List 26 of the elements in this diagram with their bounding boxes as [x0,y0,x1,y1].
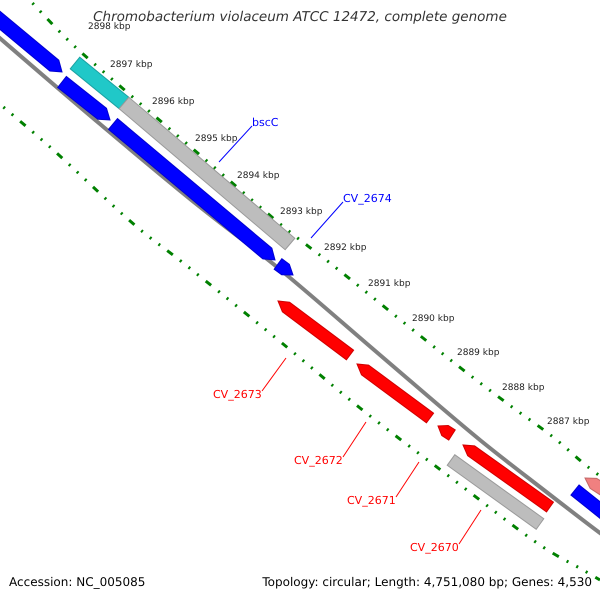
gene-label: CV_2674 [343,193,392,204]
scale-label: 2887 kbp [547,418,590,427]
leader-line [262,358,286,392]
gene-label: bscC [252,117,278,128]
info-text: Accession: NC_005085 [9,576,146,588]
scale-label: 2893 kbp [280,208,322,217]
scale-label: 2888 kbp [502,384,544,393]
leader-line [458,510,482,544]
scale-label: 2894 kbp [237,172,280,181]
scale-label: 2896 kbp [152,98,194,107]
scale-label: 2898 kbp [88,23,130,32]
leader-line [218,126,252,162]
scale-label: 2891 kbp [368,280,410,289]
scale-label: 2890 kbp [412,315,454,324]
info-text: Topology: circular; Length: 4,751,080 bp; Genes: 4,530 [262,576,592,588]
leader-line [342,422,366,458]
gene-label: CV_2670 [410,542,459,553]
gene-label: CV_2673 [213,389,262,400]
scale-label: 2889 kbp [457,349,500,358]
scale-label: 2892 kbp [324,244,366,253]
leader-line [310,202,344,238]
leader-line [396,462,420,498]
gene-label: CV_2671 [347,495,396,506]
gene-label: CV_2672 [294,455,343,466]
scale-label: 2897 kbp [110,61,152,70]
scale-label: 2895 kbp [195,135,238,144]
